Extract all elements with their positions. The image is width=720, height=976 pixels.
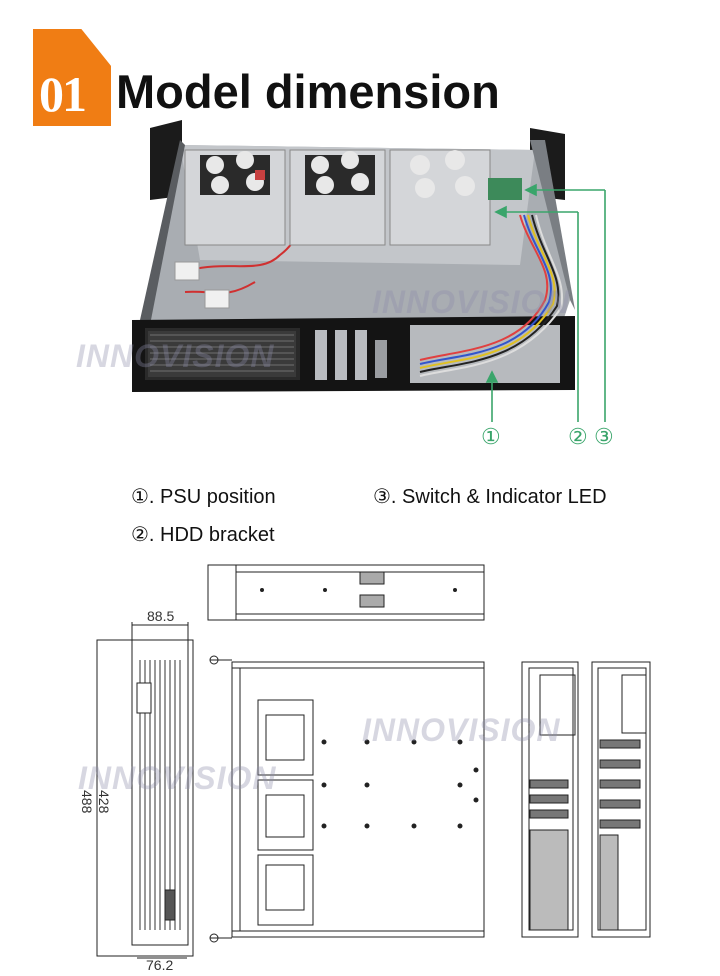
watermark: INNOVISION — [372, 284, 571, 320]
dimension-depth-outer: 488 — [79, 790, 95, 814]
callout-2: ② — [568, 424, 588, 449]
callout-lines — [485, 183, 606, 422]
legend-item-hdd: ②. HDD bracket — [131, 524, 275, 546]
section-number: 01 — [39, 66, 87, 122]
legend-item-switch: ③. Switch & Indicator LED — [373, 486, 607, 508]
watermark: INNOVISION — [78, 760, 277, 796]
page-title: Model dimension — [116, 65, 500, 118]
hdd-bracket-illustration — [184, 149, 491, 246]
chassis-photo — [132, 120, 575, 392]
watermark: INNOVISION — [76, 338, 275, 374]
callout-3: ③ — [594, 424, 614, 449]
legend-item-psu: ①. PSU position — [131, 486, 276, 508]
dimension-depth-inner: 428 — [96, 790, 112, 814]
dimension-width-bottom: 76.2 — [146, 957, 174, 973]
watermark: INNOVISION — [362, 712, 561, 748]
callout-1: ① — [481, 424, 501, 449]
technical-drawings — [96, 564, 651, 959]
switch-board-illustration — [488, 178, 522, 200]
dimension-width-top: 88.5 — [147, 608, 175, 624]
